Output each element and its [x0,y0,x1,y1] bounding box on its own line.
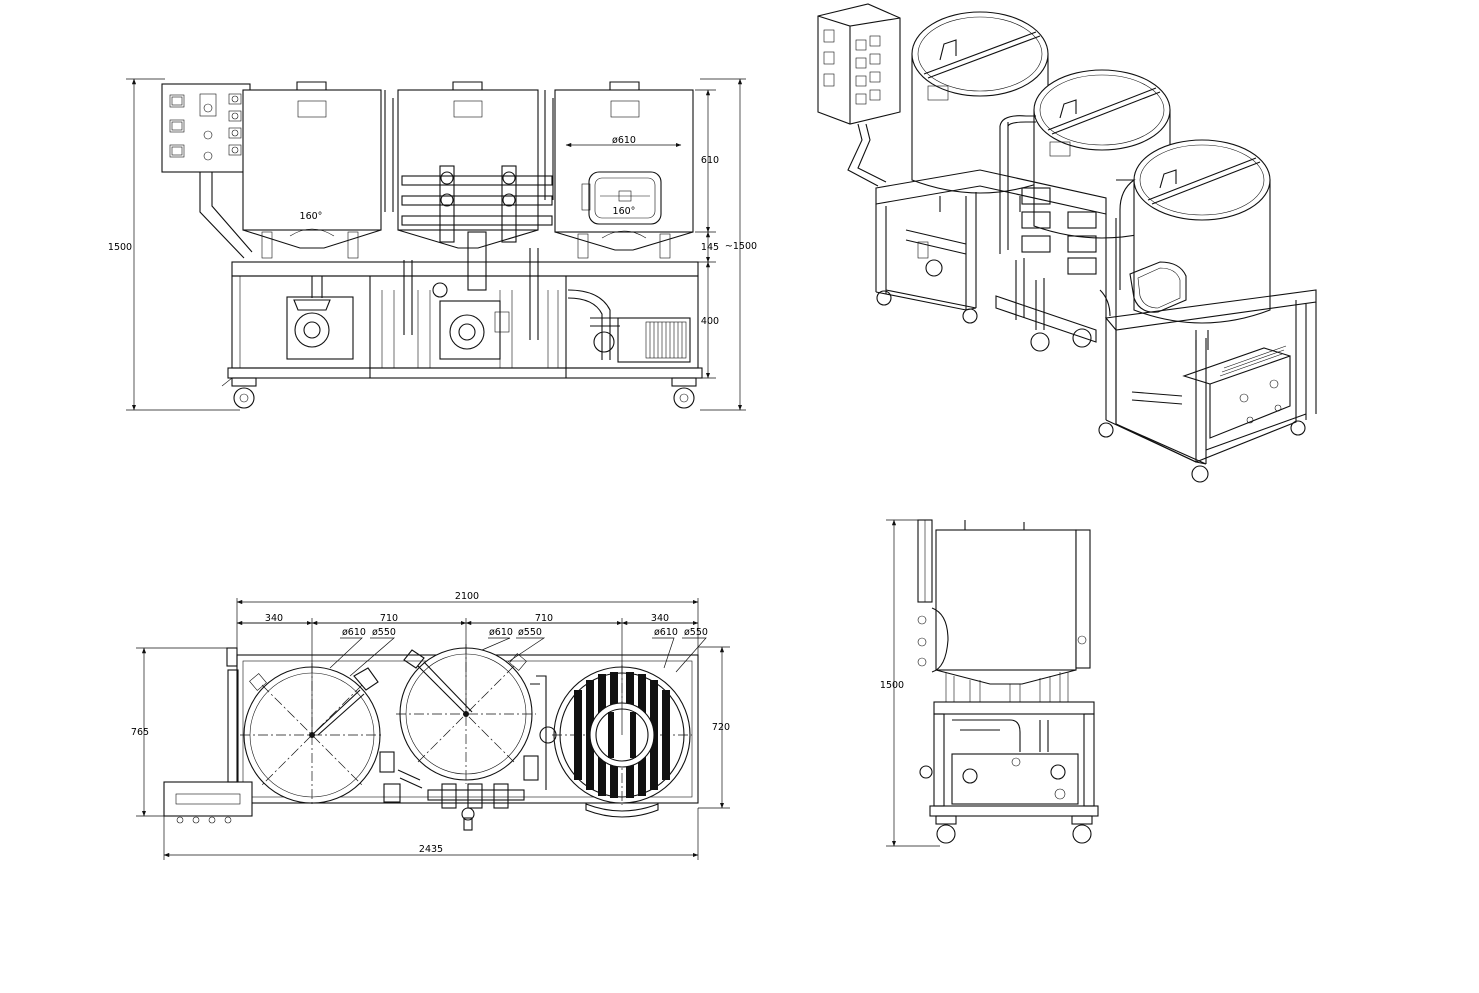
iso-control-panel [817,3,901,187]
dim-segment-3: 710 [535,613,553,624]
side-pipes [945,672,1069,702]
front-pump-2 [439,300,510,360]
top-plan-view: 2100 340 710 710 340 ø610 ø550 ø610 ø550… [131,591,730,860]
front-piping-manifold [384,90,611,360]
dim-vessel-3-outer: ø610 [654,627,678,638]
dim-depth-right: 720 [712,722,730,733]
iso-frame [875,169,1317,465]
dim-overall-width: 2100 [455,591,479,602]
dim-cone-height: 145 [701,242,719,253]
side-base-frame [919,701,1099,817]
dim-side-height: 1500 [880,680,904,691]
front-caster-right [671,377,697,409]
front-pump-1 [286,276,354,360]
top-valve-manifold [379,751,539,831]
dim-vessel-2-inner: ø550 [518,627,542,638]
side-elevation-view: 1500 [880,519,1099,847]
isometric-view [817,3,1317,483]
dim-vessel-1-inner: ø550 [372,627,396,638]
front-dimensions: 1500 610 145 400 ~1500 ø610 160° 160° [108,78,757,411]
dim-depth-left: 765 [131,727,149,738]
iso-vessel-1 [911,11,1049,212]
side-casters [935,815,1093,844]
dim-segment-4: 340 [651,613,669,624]
dim-vessel-height: 610 [701,155,719,166]
top-dimensions: 2100 340 710 710 340 ø610 ø550 ø610 ø550… [131,591,730,860]
frame-slats [381,290,559,368]
dim-total-length: 2435 [419,844,443,855]
dim-vessel-diameter: ø610 [612,135,636,146]
side-dimensions: 1500 [880,519,940,847]
dim-height-left: 1500 [108,242,132,253]
iso-casters [876,290,1306,483]
dim-vessel-1-outer: ø610 [342,627,366,638]
dim-segment-2: 710 [380,613,398,624]
front-plate-heat-exchanger [590,317,691,363]
dim-cone-angle-left: 160° [300,211,323,222]
dim-segment-1: 340 [265,613,283,624]
front-elevation-view: 1500 610 145 400 ~1500 ø610 160° 160° [108,78,757,411]
top-control-box [163,669,253,824]
dim-height-right: ~1500 [725,241,757,252]
control-panel [161,83,253,259]
dim-cone-angle-right: 160° [613,206,636,217]
dim-vessel-3-inner: ø550 [684,627,708,638]
top-vessel-3 [530,665,692,818]
side-vessel [917,520,1091,685]
dim-frame-height: 400 [701,316,719,327]
front-vessel-2 [397,81,539,249]
iso-piping [917,115,1183,405]
front-caster-left [221,377,257,409]
dim-vessel-2-outer: ø610 [489,627,513,638]
front-vessel-3 [554,81,694,259]
front-vessel-1 [242,81,382,259]
front-base-frame [221,261,703,409]
